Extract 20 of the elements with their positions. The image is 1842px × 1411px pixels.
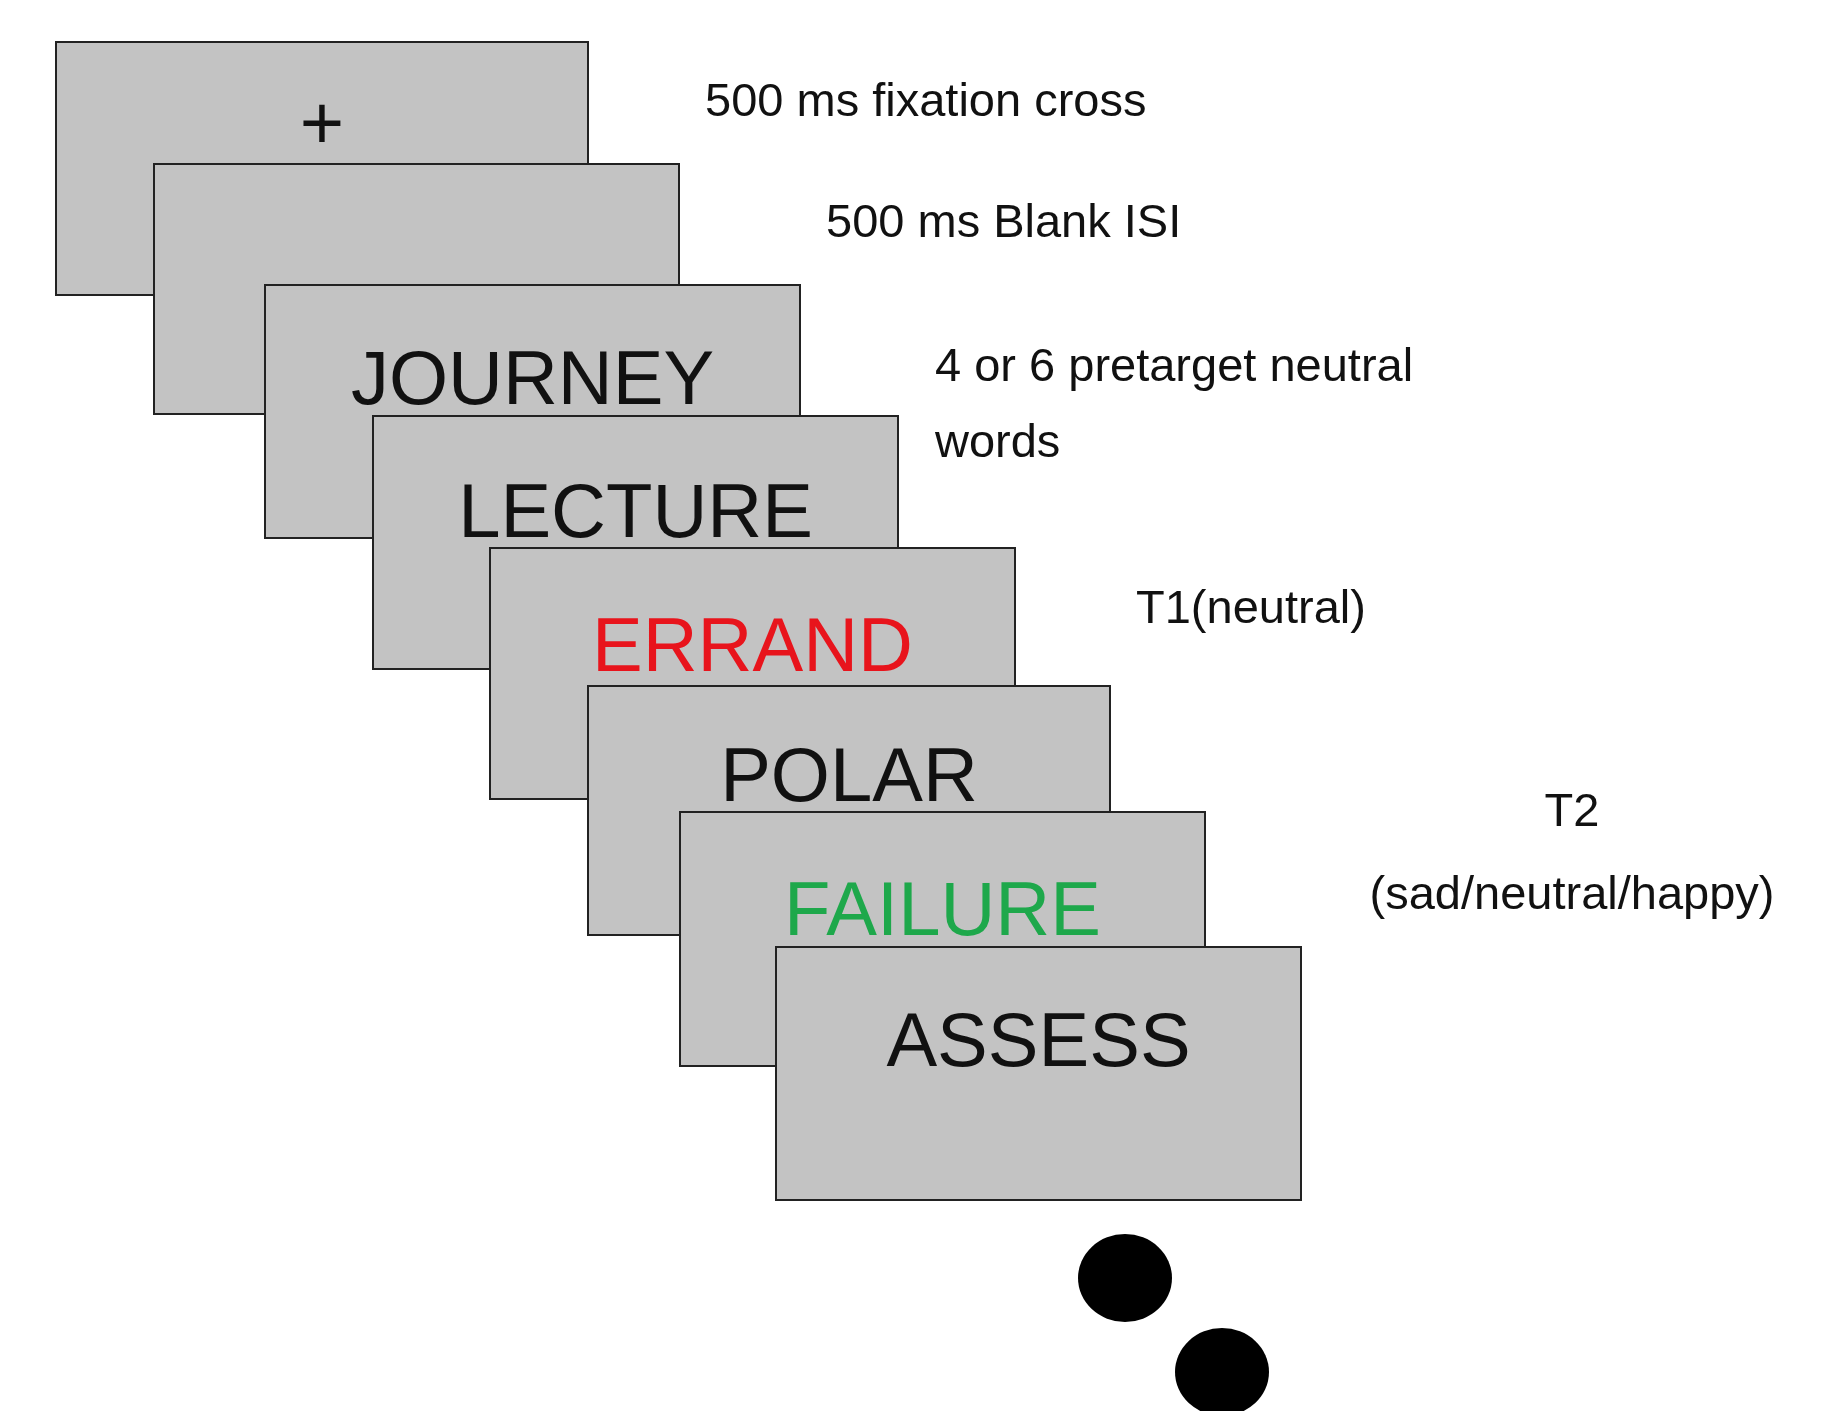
stimulus-screen bbox=[679, 946, 776, 1067]
stimulus-screen bbox=[775, 946, 1302, 1201]
stimulus-word: LECTURE bbox=[457, 479, 814, 544]
stimulus-screen bbox=[153, 284, 265, 415]
stimulus-screen bbox=[587, 811, 680, 936]
timing-caption: 500 ms Blank ISI bbox=[826, 193, 1183, 249]
stimulus-word: JOURNEY bbox=[349, 346, 716, 411]
stimulus-screen bbox=[489, 685, 588, 800]
stimulus-screen bbox=[55, 163, 154, 296]
timing-caption: 4 or 6 pretarget neutral words bbox=[935, 337, 1415, 469]
stimulus-screen bbox=[264, 415, 373, 539]
stimulus-word: ASSESS bbox=[885, 1008, 1192, 1073]
stimulus-word: ERRAND bbox=[591, 613, 914, 678]
stimulus-word: FAILURE bbox=[783, 877, 1102, 942]
timing-caption: T1(neutral) bbox=[1136, 579, 1367, 635]
stimulus-word: + bbox=[298, 91, 346, 156]
stimulus-word: POLAR bbox=[719, 743, 979, 808]
stimulus-screen bbox=[372, 547, 490, 670]
timing-caption: 500 ms fixation cross bbox=[705, 72, 1148, 128]
timing-caption: T2 (sad/neutral/happy) bbox=[1368, 782, 1776, 921]
